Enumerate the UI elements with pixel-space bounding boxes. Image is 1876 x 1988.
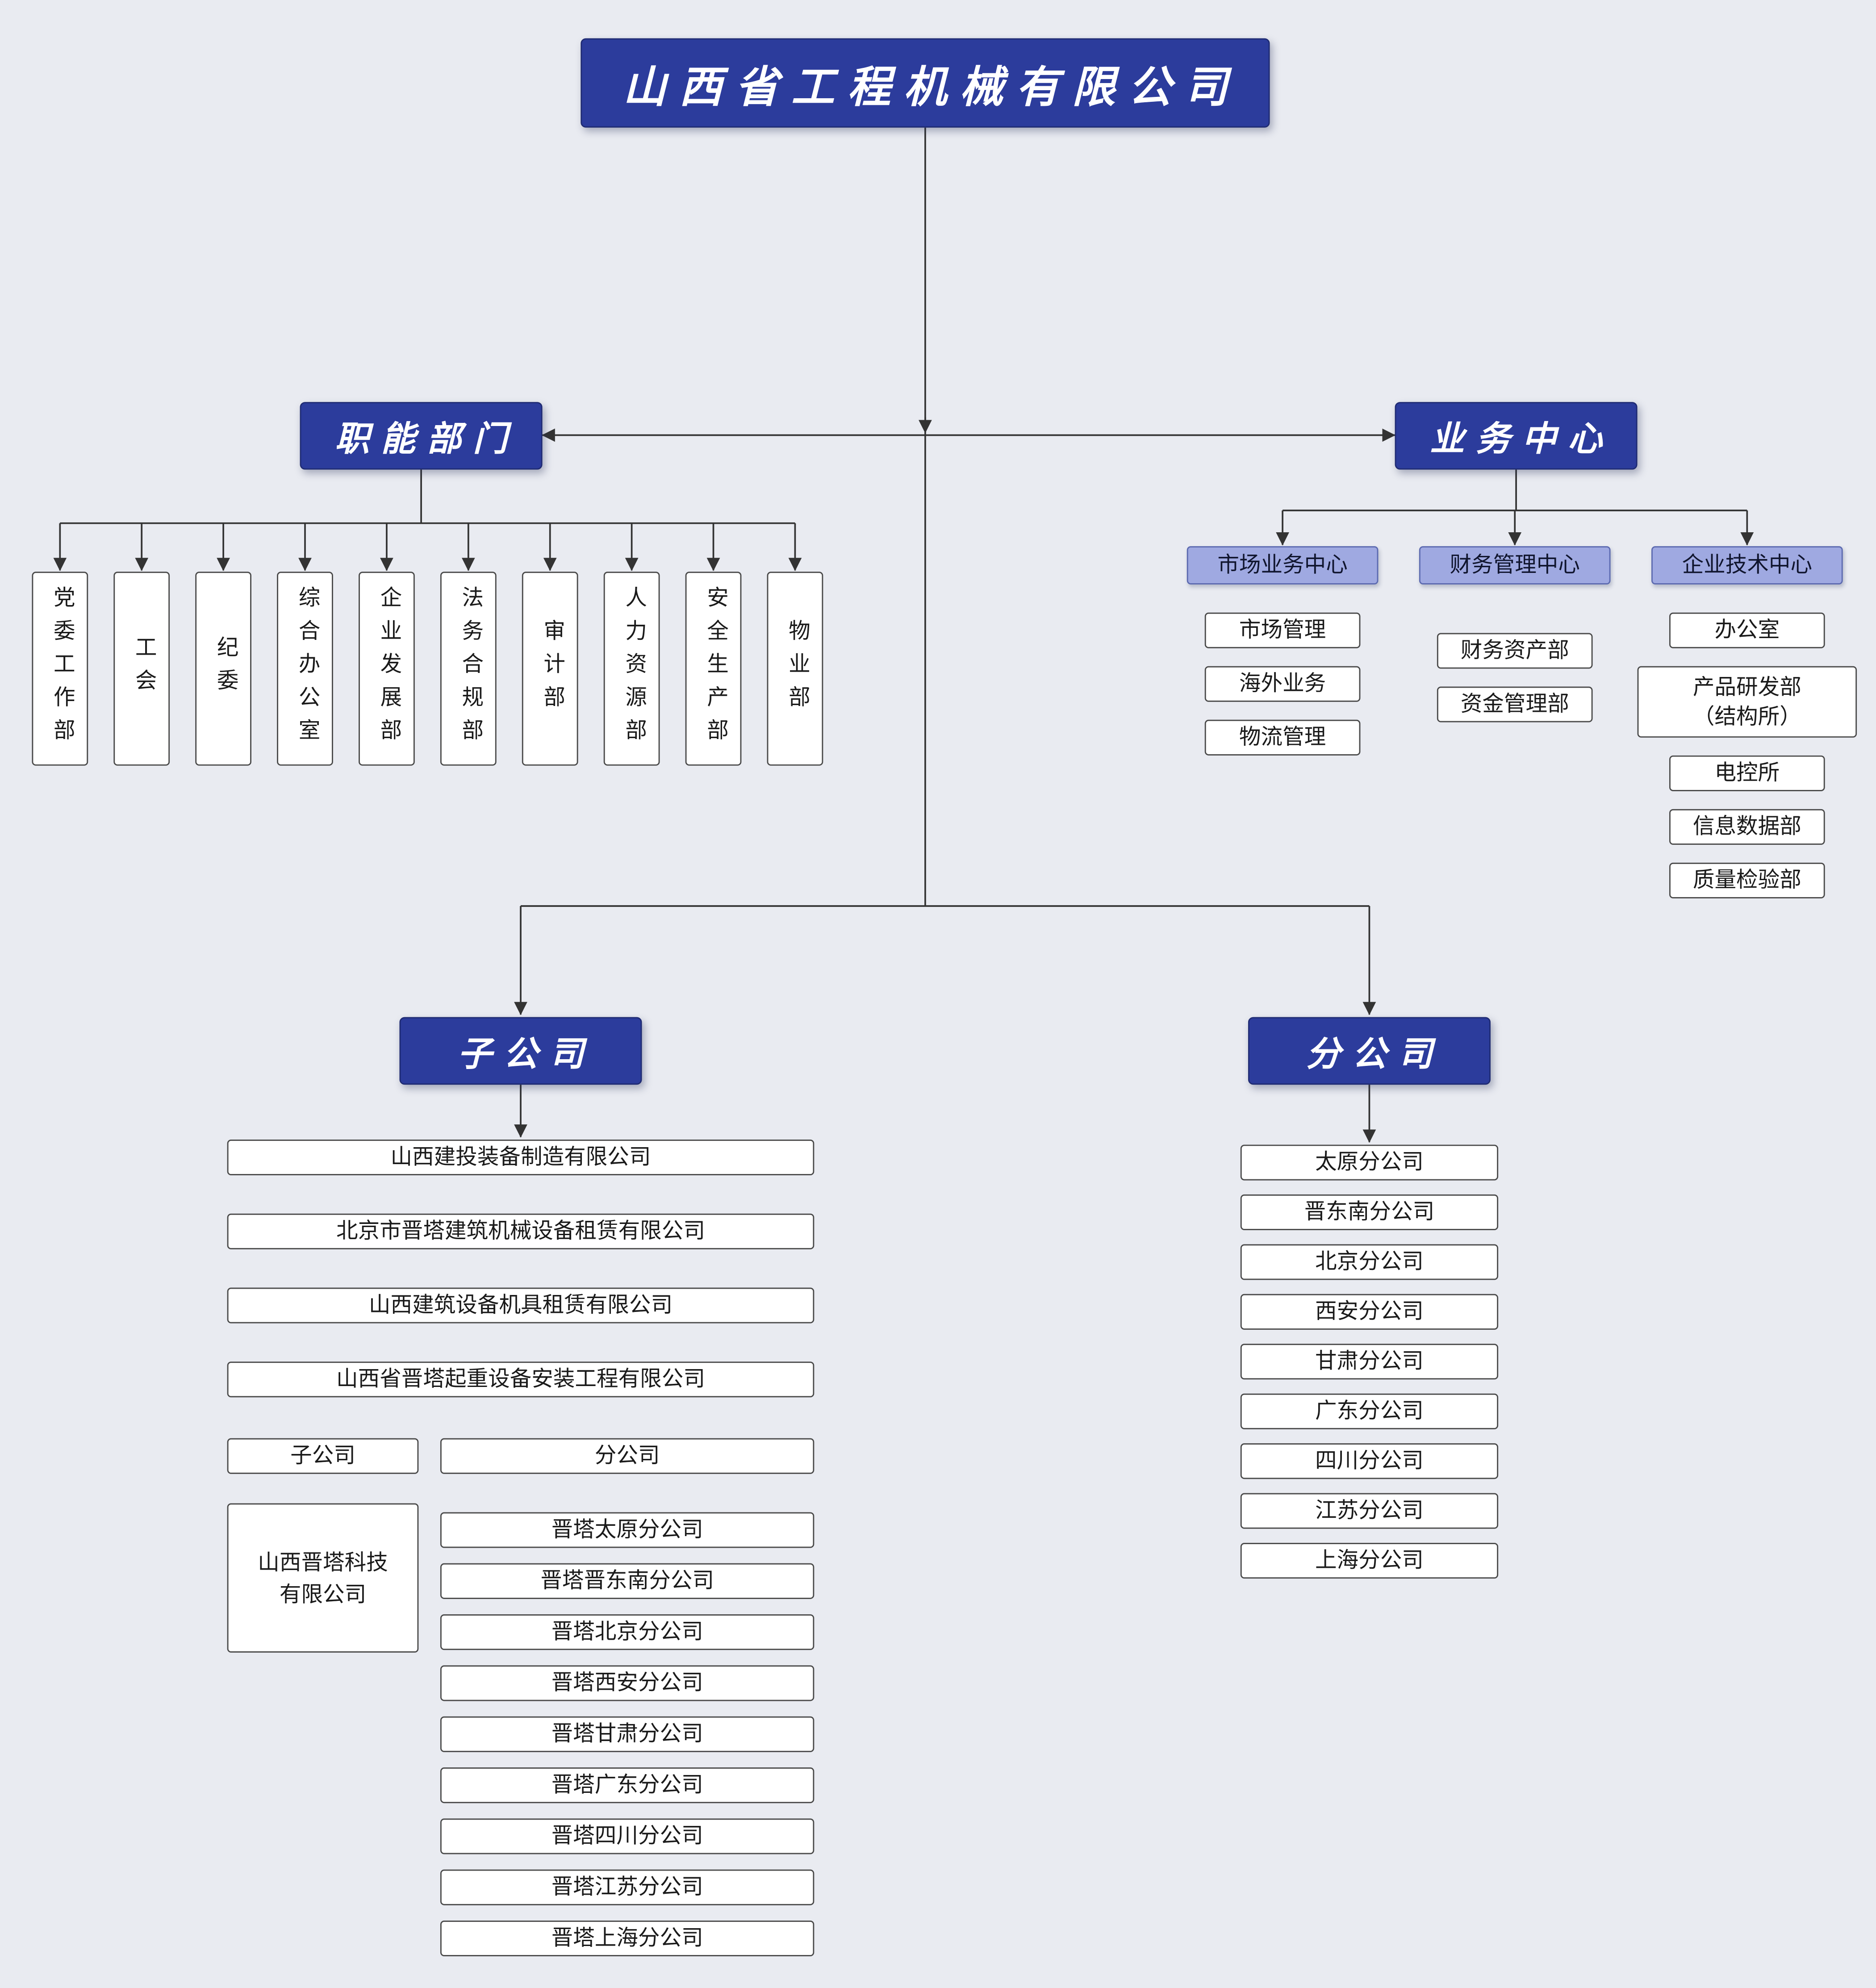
business-item: 信息数据部 — [1669, 809, 1825, 845]
jinta-branch-group-label: 分公司 — [440, 1438, 815, 1474]
functional-dept-box: 人力资源部 — [603, 572, 660, 766]
business-item: 市场管理 — [1204, 612, 1361, 648]
business-item: 质量检验部 — [1669, 862, 1825, 898]
jinta-subsidiary-group-label: 子公司 — [227, 1438, 419, 1474]
jinta-branch-company: 晋塔北京分公司 — [440, 1614, 815, 1650]
branch-company: 晋东南分公司 — [1240, 1194, 1499, 1230]
subsidiary-company: 北京市晋塔建筑机械设备租赁有限公司 — [227, 1213, 815, 1249]
finance-management-center-node: 财务管理中心 — [1419, 546, 1611, 585]
finance-management-column: 财务管理中心 财务资产部 资金管理部 — [1419, 546, 1611, 723]
branch-companies-node: 分公司 — [1248, 1017, 1491, 1085]
branch-company: 江苏分公司 — [1240, 1493, 1499, 1529]
functional-dept-box: 党委工作部 — [32, 572, 88, 766]
subsidiary-company: 山西省晋塔起重设备安装工程有限公司 — [227, 1362, 815, 1398]
jinta-branch-company: 晋塔江苏分公司 — [440, 1869, 815, 1905]
enterprise-technology-center-node: 企业技术中心 — [1651, 546, 1843, 585]
jinta-branch-company: 晋塔西安分公司 — [440, 1665, 815, 1701]
market-business-center-node: 市场业务中心 — [1187, 546, 1379, 585]
functional-dept-box: 纪委 — [195, 572, 251, 766]
business-item: 物流管理 — [1204, 719, 1361, 756]
branch-company: 广东分公司 — [1240, 1393, 1499, 1429]
jinta-branch-company: 晋塔四川分公司 — [440, 1818, 815, 1854]
business-item: 财务资产部 — [1437, 633, 1593, 669]
functional-departments-node: 职能部门 — [300, 402, 543, 470]
branch-company: 上海分公司 — [1240, 1543, 1499, 1579]
functional-dept-box: 物业部 — [767, 572, 823, 766]
company-root-node: 山西省工程机械有限公司 — [581, 38, 1270, 128]
branch-company: 四川分公司 — [1240, 1443, 1499, 1479]
functional-dept-box: 安全生产部 — [685, 572, 742, 766]
enterprise-technology-column: 企业技术中心 办公室 产品研发部 （结构所） 电控所 信息数据部 质量检验部 — [1637, 546, 1857, 898]
business-center-node: 业务中心 — [1395, 402, 1638, 470]
business-item: 电控所 — [1669, 755, 1825, 791]
subsidiaries-node: 子公司 — [399, 1017, 642, 1085]
branch-company: 北京分公司 — [1240, 1244, 1499, 1280]
subsidiary-list: 山西建投装备制造有限公司 北京市晋塔建筑机械设备租赁有限公司 山西建筑设备机具租… — [227, 1140, 815, 1398]
jinta-branch-company: 晋塔太原分公司 — [440, 1512, 815, 1548]
jinta-branch-list: 晋塔太原分公司 晋塔晋东南分公司 晋塔北京分公司 晋塔西安分公司 晋塔甘肃分公司… — [440, 1512, 815, 1957]
business-item: 海外业务 — [1204, 666, 1361, 702]
functional-dept-box: 企业发展部 — [359, 572, 415, 766]
market-business-column: 市场业务中心 市场管理 海外业务 物流管理 — [1187, 546, 1379, 756]
jinta-sub-company: 山西晋塔科技 有限公司 — [227, 1503, 419, 1653]
jinta-branch-company: 晋塔晋东南分公司 — [440, 1563, 815, 1599]
subsidiary-company: 山西建筑设备机具租赁有限公司 — [227, 1287, 815, 1324]
branch-company: 西安分公司 — [1240, 1294, 1499, 1330]
subsidiary-company: 山西建投装备制造有限公司 — [227, 1140, 815, 1176]
functional-department-row: 党委工作部 工会 纪委 综合办公室 企业发展部 法务合规部 审计部 人力资源部 … — [32, 572, 823, 766]
jinta-branch-company: 晋塔广东分公司 — [440, 1767, 815, 1804]
functional-dept-box: 审计部 — [522, 572, 578, 766]
jinta-branch-company: 晋塔上海分公司 — [440, 1920, 815, 1957]
branch-company: 太原分公司 — [1240, 1144, 1499, 1181]
business-item: 产品研发部 （结构所） — [1637, 666, 1857, 738]
business-item: 办公室 — [1669, 612, 1825, 648]
branch-company: 甘肃分公司 — [1240, 1344, 1499, 1380]
functional-dept-box: 综合办公室 — [277, 572, 333, 766]
functional-dept-box: 工会 — [113, 572, 170, 766]
business-item: 资金管理部 — [1437, 686, 1593, 723]
functional-dept-box: 法务合规部 — [440, 572, 497, 766]
jinta-branch-company: 晋塔甘肃分公司 — [440, 1716, 815, 1752]
branch-company-list: 太原分公司 晋东南分公司 北京分公司 西安分公司 甘肃分公司 广东分公司 四川分… — [1240, 1144, 1499, 1579]
